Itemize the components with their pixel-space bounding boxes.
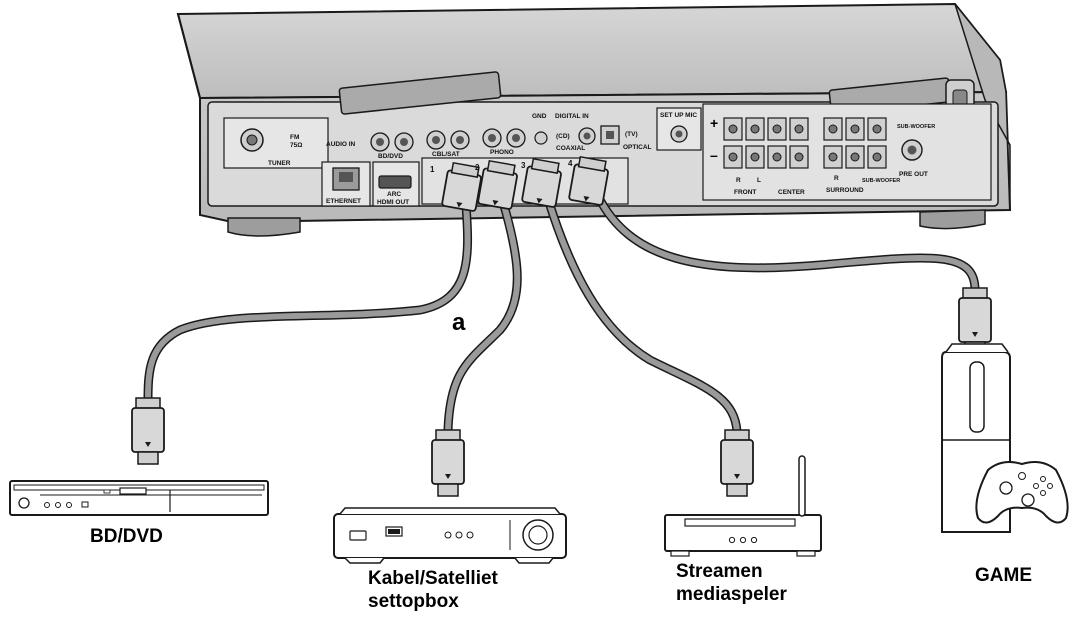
rca-jack [506,128,526,148]
speaker-terminal-screw [772,152,782,162]
phono-input-label: PHONO [490,149,514,156]
speaker-terminal-screw [794,152,804,162]
rca-jack [394,132,414,152]
device-label-stb-line2: settopbox [368,591,459,612]
hdmi-cable-1 [143,200,473,405]
receiver-foot-right [919,209,986,230]
cbl-sat-input-label: CBL/SAT [432,151,460,158]
hdmi-out-label: HDMI OUT [377,199,409,206]
network-hdmi-out-section: ETHERNET ARC HDMI OUT [321,161,420,207]
fm-ohm-label: 75Ω [290,142,302,149]
speaker-terminal-screw [750,124,760,134]
hdmi-cable-4 [593,191,980,295]
wireless-antenna-left [338,71,502,115]
ethernet-label: ETHERNET [326,198,361,205]
hdmi-out-port [378,175,412,189]
fm-label: FM [290,134,299,141]
gnd-terminal [534,131,548,145]
rca-jack [426,130,446,150]
speaker-terminal-screw [850,124,860,134]
speaker-terminal-screw [750,152,760,162]
minus-label: – [710,147,718,163]
bd-dvd-player [9,480,269,516]
hdmi-plug-stb [431,429,465,497]
setup-mic-jack [670,125,688,143]
receiver-top [176,2,1008,100]
settopbox [333,507,567,564]
digital-in-section: GND DIGITAL IN (CD) COAXIAL (TV) OPTICAL [532,113,652,152]
speaker-terminal-screw [728,124,738,134]
rca-jack [370,132,390,152]
surround-r-label: R [834,175,839,182]
audio-in-label: AUDIO IN [326,141,356,148]
speaker-terminal-screw [728,152,738,162]
arc-label: ARC [387,191,401,198]
hdmi-cable-2 [443,197,522,435]
hdmi-input-4-plug [568,155,609,206]
speaker-terminal-grid [723,117,887,169]
hdmi-input-number: 1 [430,165,435,174]
hdmi-cable-3 [543,194,742,437]
speaker-terminal-screw [794,124,804,134]
antenna-icon [798,455,806,517]
speaker-terminal-screw [850,152,860,162]
coaxial-label: COAXIAL [556,145,585,152]
bd-dvd-input-label: BD/DVD [378,153,403,160]
hdmi-input-1-plug [441,161,482,212]
cd-label: (CD) [556,133,570,140]
front-l-label: L [757,177,761,184]
subwoofer-pre-out-jack [901,139,923,161]
audio-in-section: AUDIO IN BD/DVD CBL/SAT PHONO [326,128,526,160]
device-label-stb-line1: Kabel/Satelliet [368,568,499,589]
speaker-terminals-section: + – R L FRONT CENTER R SURROUND SUB-WOOF… [702,103,992,201]
hdmi-input-2-plug [477,159,518,210]
pre-out-label: PRE OUT [899,171,928,178]
optical-label: OPTICAL [623,144,652,151]
plus-label: + [710,115,718,131]
hdmi-plug-streamer [720,429,754,497]
hdmi-input-number: 3 [521,161,526,170]
streaming-media-player [664,455,822,557]
center-label: CENTER [778,189,805,196]
speaker-terminal-screw [872,124,882,134]
hdmi-plug-game [958,287,992,353]
hdmi-input-3-plug [521,157,562,208]
setup-mic-label: SET UP MIC [660,112,697,119]
power-icon [18,497,30,509]
rca-jack [482,128,502,148]
hdmi-plug-bd-dvd [131,397,165,465]
subwoofer-speaker-label: SUB-WOOFER [862,178,900,184]
subwoofer-pre-label: SUB-WOOFER [897,124,935,130]
hdmi-input-number: 4 [568,159,573,168]
front-label: FRONT [734,189,756,196]
device-label-streamer-line2: mediaspeler [676,584,787,605]
digital-in-label: DIGITAL IN [555,113,589,120]
hdmi-input-plugs: 1 2 3 4 [430,155,609,212]
device-label-bd-dvd: BD/DVD [90,526,163,547]
tuner-section: FM 75Ω TUNER [223,117,329,169]
cable-label: a [452,309,466,336]
device-label-streamer-line1: Streamen [676,561,763,582]
speaker-terminal-screw [772,124,782,134]
receiver-side [954,3,1011,211]
game-controller [975,461,1069,524]
device-label-game: GAME [975,565,1032,586]
speaker-terminal-screw [828,152,838,162]
gnd-label: GND [532,113,547,120]
tv-label: (TV) [625,131,638,138]
front-r-label: R [736,177,741,184]
surround-label: SURROUND [826,187,864,194]
speaker-terminal-screw [872,152,882,162]
hdmi-input-number: 2 [475,163,480,172]
tuner-label: TUNER [268,160,291,167]
speaker-terminal-screw [828,124,838,134]
hdmi-cables [143,191,980,437]
receiver-foot-left [227,217,301,237]
rca-jack [450,130,470,150]
setup-mic-section: SET UP MIC [656,107,702,151]
av-receiver: FM 75Ω TUNER AUDIO IN BD/DVD CBL/SAT PHO… [176,2,1012,237]
coaxial-jack [578,127,596,145]
